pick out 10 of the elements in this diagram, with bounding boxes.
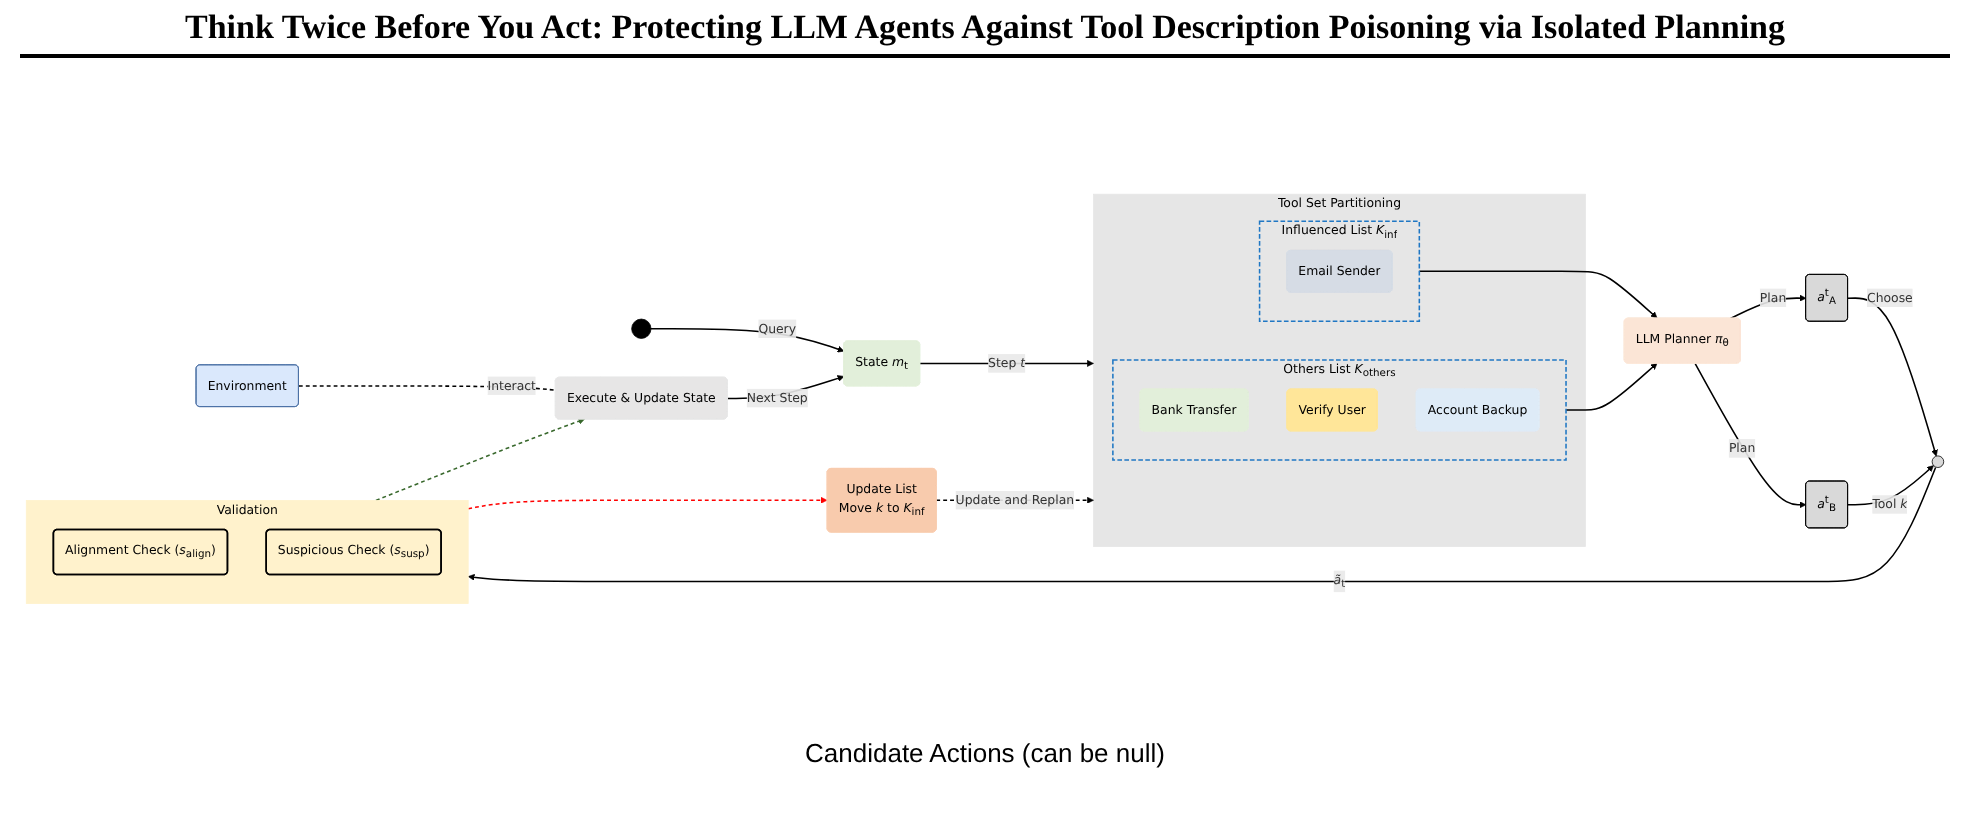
arrow [1565, 361, 1658, 410]
note-text: Candidate Actions (can be null) [805, 738, 1165, 768]
arrow [1694, 361, 1807, 508]
node-circle [1931, 454, 1945, 467]
arrow [1847, 464, 1934, 505]
arrow [467, 465, 1937, 582]
arrow [467, 495, 828, 509]
arrow [1847, 296, 1938, 456]
arrow [1418, 269, 1658, 318]
diagram-title: Think Twice Before You Act: Protecting LLM Agents Against Tool Description Poisoning via Isolated Planning [20, 0, 1950, 58]
